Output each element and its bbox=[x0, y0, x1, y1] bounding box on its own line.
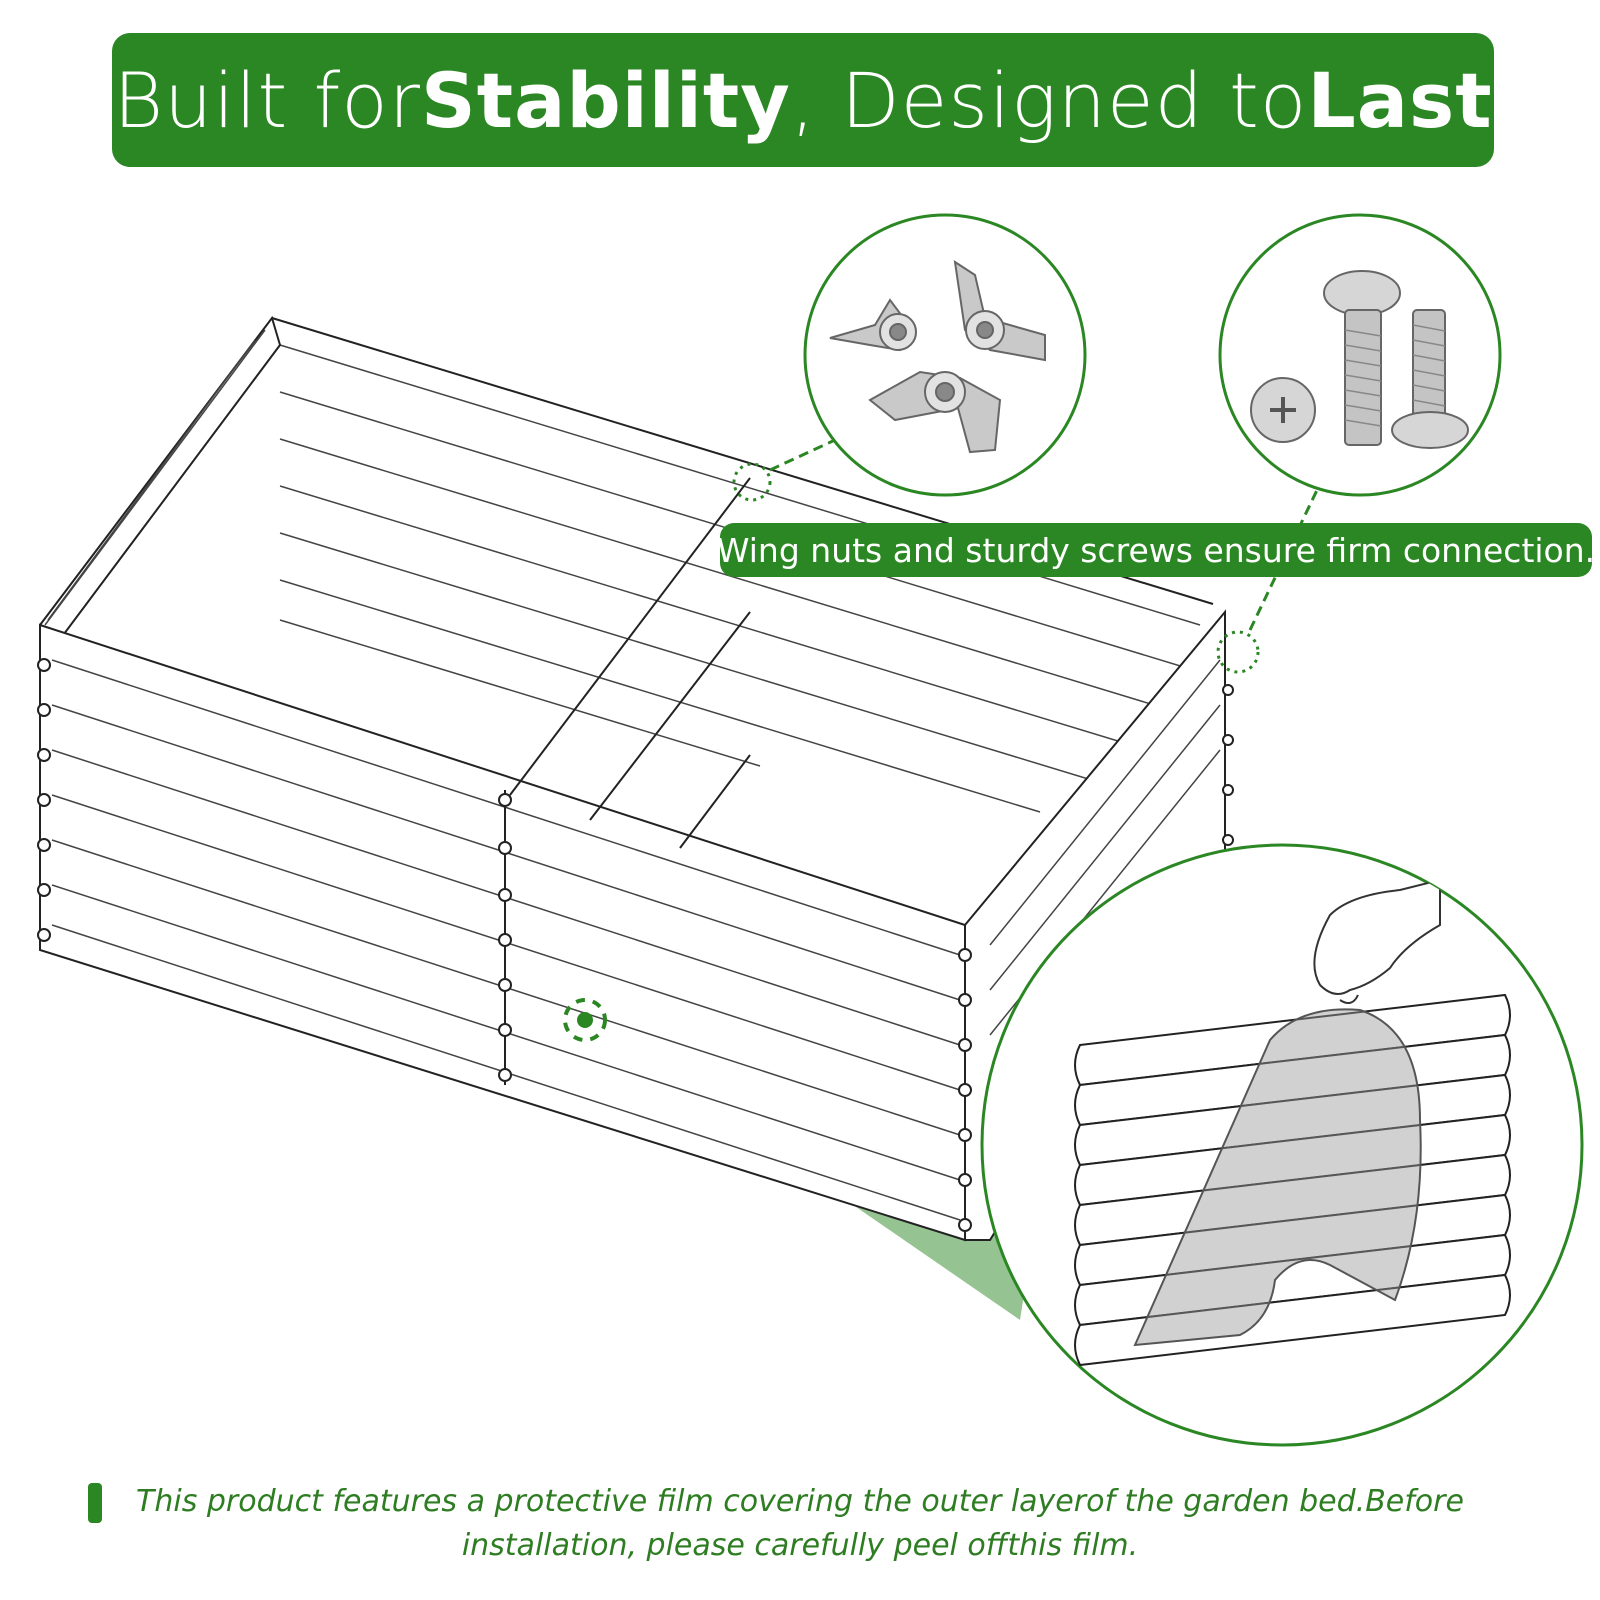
protective-film-icon bbox=[1133, 1008, 1422, 1347]
title-banner: Built for Stability , Designed to Last bbox=[112, 33, 1494, 167]
hand-icon bbox=[1313, 878, 1441, 1005]
screw-marker bbox=[1216, 487, 1320, 674]
title-part-1: Built for bbox=[113, 55, 421, 145]
bolt-heads bbox=[37, 658, 1234, 1232]
wing-nut-zoom bbox=[803, 213, 1087, 497]
title-emphasis-last: Last bbox=[1307, 55, 1493, 145]
title-emphasis-stability: Stability bbox=[421, 55, 791, 145]
hardware-callout: Wing nuts and sturdy screws ensure firm … bbox=[717, 523, 1595, 577]
protective-film-note: This product features a protective film … bbox=[136, 1484, 1464, 1563]
film-zoom bbox=[980, 843, 1584, 1447]
screw-zoom bbox=[1218, 213, 1502, 497]
film-location-marker bbox=[563, 998, 607, 1042]
corrugated-panel bbox=[1074, 993, 1511, 1367]
note-accent-bar bbox=[88, 1483, 102, 1523]
wing-nut-marker bbox=[732, 438, 836, 502]
screw-icon bbox=[1250, 270, 1469, 449]
title-part-3: , Designed to bbox=[790, 55, 1308, 145]
wing-nut-icon bbox=[829, 259, 1046, 454]
